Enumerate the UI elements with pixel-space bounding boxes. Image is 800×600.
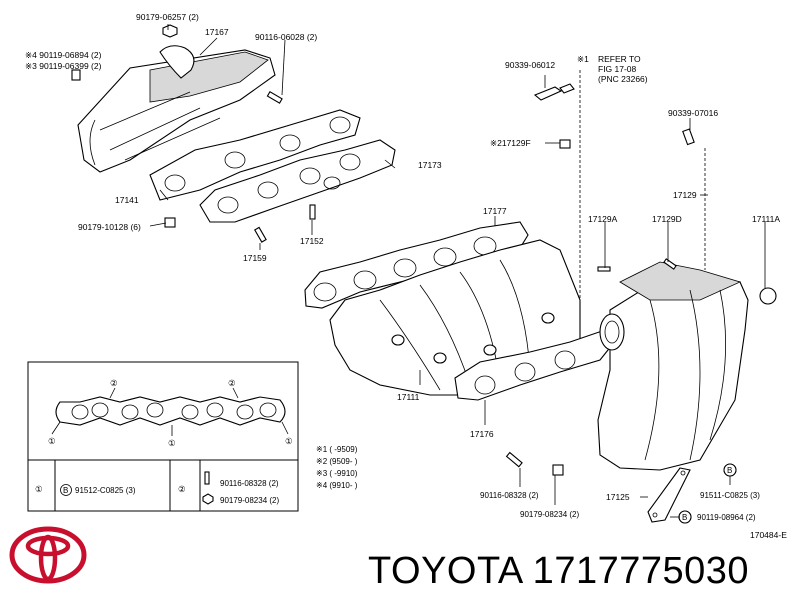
inset-callout-1c: ①: [285, 436, 293, 446]
note-2: ※2 (9509- ): [316, 457, 358, 466]
lower-flange-17176: [454, 329, 613, 401]
toyota-emblem-icon: [9, 526, 87, 584]
label-90179-08234: 90179-08234 (2): [520, 510, 579, 519]
air-intake-chamber: [597, 261, 777, 471]
label-17129: 17129: [673, 190, 697, 200]
label-17159: 17159: [243, 253, 267, 263]
date-notes: ※1 ( -9509) ※2 (9509- ) ※3 ( -9910) ※4 (…: [316, 445, 358, 490]
label-17129a: 17129A: [588, 214, 618, 224]
label-90116-06028: 90116-06028 (2): [255, 32, 317, 42]
label-17125: 17125: [606, 492, 630, 502]
inset-part-91512: 91512-C0825 (3): [75, 486, 136, 495]
inset-b-mark: B: [63, 486, 68, 495]
inset-row-callout-1: ①: [35, 484, 43, 494]
label-90119-08964: 90119-08964 (2): [697, 513, 756, 522]
inset-callout-2b: ②: [228, 378, 236, 388]
label-90119-06894: ※4 90119-06894 (2): [25, 50, 102, 60]
label-91511-c0825: 91511-C0825 (3): [700, 491, 760, 500]
label-90119-06399: ※3 90119-06399 (2): [25, 61, 102, 71]
label-90339-07016: 90339-07016: [668, 108, 718, 118]
label-17176: 17176: [470, 429, 494, 439]
upper-plenum: [77, 45, 276, 173]
gasket-inset: ② ② ① ① ① ① B 91512-C0825 (3) ② 90116-08…: [27, 361, 299, 512]
label-17141: 17141: [115, 195, 139, 205]
inset-callout-1b: ①: [168, 438, 176, 448]
upper-gasket: [199, 139, 396, 223]
leader-lines: [149, 24, 766, 518]
label-pnc: (PNC 23266): [598, 74, 648, 84]
inset-row-callout-2: ②: [178, 484, 186, 494]
label-17111a: 17111A: [752, 214, 780, 224]
label-fig: FIG 17-08: [598, 64, 637, 74]
note-3: ※3 ( -9910): [316, 469, 358, 478]
inset-part-90179: 90179-08234 (2): [220, 496, 279, 505]
label-90179-06257: 90179-06257 (2): [136, 12, 199, 22]
right-fasteners: [505, 83, 737, 524]
label-90179-10128: 90179-10128 (6): [78, 222, 141, 232]
inset-callout-1a: ①: [48, 436, 56, 446]
note-1: ※1 ( -9509): [316, 445, 358, 454]
b-mark-right: B: [727, 466, 732, 475]
label-ref-1: ※1: [577, 54, 589, 64]
label-refer-to: REFER TO: [598, 54, 641, 64]
label-17177: 17177: [483, 206, 507, 216]
upper-fasteners: [71, 24, 316, 243]
inset-callout-2a: ②: [110, 378, 118, 388]
note-4: ※4 (9910- ): [316, 481, 358, 490]
manifold-stay-17125: [647, 467, 691, 523]
brand-part-number: TOYOTA 1717775030: [368, 550, 750, 592]
lower-gasket-17177: [304, 221, 529, 309]
label-17152: 17152: [300, 236, 324, 246]
label-17129d: 17129D: [652, 214, 682, 224]
b-mark-bottom: B: [682, 513, 687, 522]
label-17173: 17173: [418, 160, 442, 170]
label-90116-08328: 90116-08328 (2): [480, 491, 539, 500]
inset-part-90116: 90116-08328 (2): [220, 479, 279, 488]
label-17167: 17167: [205, 27, 229, 37]
figure-code: 170484-E: [750, 530, 787, 540]
part-labels: 90179-06257 (2) 17167 90116-06028 (2) ※4…: [25, 12, 787, 540]
flange-part: [149, 109, 361, 201]
label-90339-06012: 90339-06012: [505, 60, 555, 70]
label-217129f: ※217129F: [490, 138, 531, 148]
label-17111: 17111: [397, 392, 420, 402]
